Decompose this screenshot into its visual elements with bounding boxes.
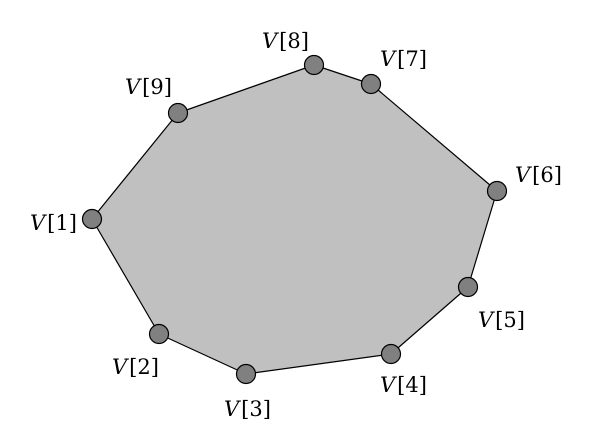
polygon-shape xyxy=(91,64,498,375)
vertex-index: [4] xyxy=(397,373,427,397)
vertex-2-point xyxy=(148,323,170,345)
vertex-1-point xyxy=(81,208,103,230)
vertex-symbol: V xyxy=(478,308,495,332)
vertex-7-label: V[7] xyxy=(380,47,427,71)
vertex-9-point xyxy=(167,102,189,124)
vertex-3-label: V[3] xyxy=(224,397,271,421)
vertex-3-point xyxy=(235,363,257,385)
vertex-8-point xyxy=(303,54,325,76)
vertex-2-label: V[2] xyxy=(112,355,159,379)
vertex-1-label: V[1] xyxy=(30,211,77,235)
vertex-index: [8] xyxy=(279,29,309,53)
vertex-index: [1] xyxy=(47,211,77,235)
vertex-index: [2] xyxy=(129,355,159,379)
vertex-5-point xyxy=(457,276,479,298)
vertex-symbol: V xyxy=(30,211,47,235)
vertex-symbol: V xyxy=(515,163,532,187)
vertex-6-label: V[6] xyxy=(515,163,562,187)
vertex-6-point xyxy=(486,180,508,202)
vertex-7-point xyxy=(360,73,382,95)
vertex-index: [9] xyxy=(142,75,172,99)
vertex-4-label: V[4] xyxy=(380,373,427,397)
vertex-4-point xyxy=(380,343,402,365)
vertex-symbol: V xyxy=(380,47,397,71)
vertex-layer xyxy=(81,54,508,385)
vertex-index: [7] xyxy=(397,47,427,71)
vertex-symbol: V xyxy=(262,29,279,53)
vertex-index: [5] xyxy=(495,308,525,332)
vertex-9-label: V[9] xyxy=(125,75,172,99)
vertex-symbol: V xyxy=(112,355,129,379)
vertex-index: [3] xyxy=(241,397,271,421)
vertex-5-label: V[5] xyxy=(478,308,525,332)
vertex-symbol: V xyxy=(380,373,397,397)
vertex-index: [6] xyxy=(532,163,562,187)
label-layer: V[1]V[2]V[3]V[4]V[5]V[6]V[7]V[8]V[9] xyxy=(30,29,562,421)
vertex-8-label: V[8] xyxy=(262,29,309,53)
vertex-symbol: V xyxy=(125,75,142,99)
vertex-symbol: V xyxy=(224,397,241,421)
